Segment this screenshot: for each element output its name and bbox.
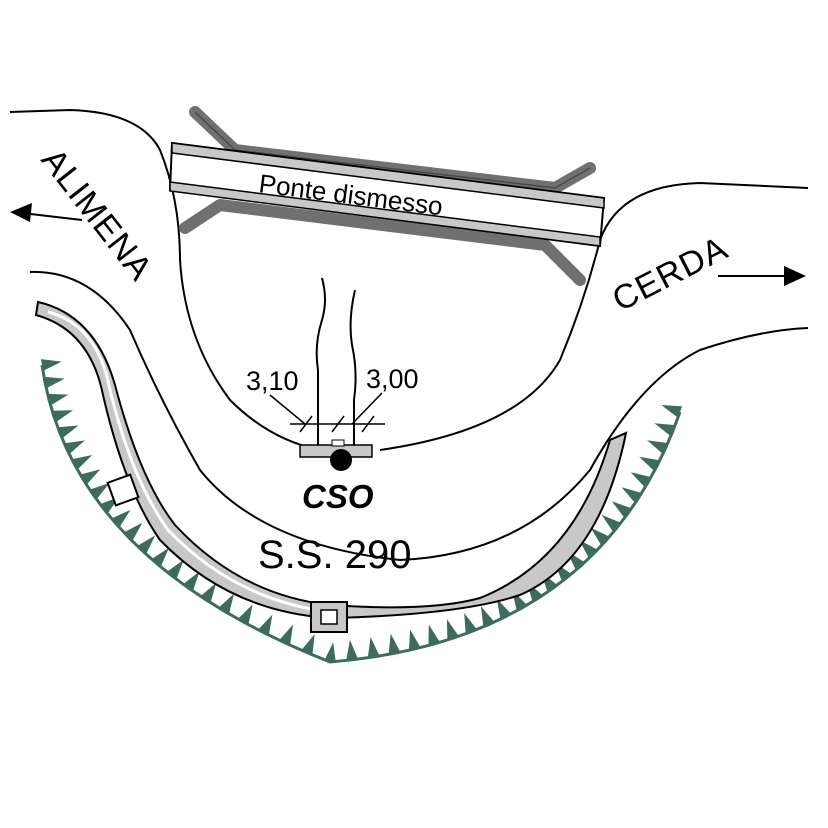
embankment-tooth bbox=[43, 376, 65, 389]
embankment-tooth bbox=[661, 405, 683, 418]
embankment-tooth bbox=[123, 522, 143, 542]
culvert-box-left bbox=[106, 473, 140, 507]
embankment-tooth bbox=[57, 425, 79, 439]
embankment-tooth bbox=[654, 423, 676, 437]
embankment-tooth bbox=[89, 483, 110, 500]
embankment-tooth bbox=[464, 613, 477, 634]
embankment-tooth bbox=[183, 571, 200, 592]
station-marker bbox=[330, 449, 352, 471]
embankment-tooth bbox=[279, 624, 293, 646]
embankment-tooth bbox=[647, 440, 668, 454]
embankment-tooth bbox=[630, 472, 652, 488]
dimension-lines bbox=[269, 392, 385, 433]
arrow-right-icon bbox=[718, 266, 806, 286]
arrow-left-icon bbox=[10, 203, 83, 222]
embankment-tooth bbox=[601, 514, 621, 533]
embankment-tooth bbox=[52, 410, 73, 423]
embankment-tooth bbox=[324, 642, 336, 663]
embankment-tooth bbox=[47, 393, 69, 406]
channel-lines bbox=[315, 277, 357, 445]
embankment-hatching bbox=[40, 359, 683, 664]
embankment-tooth bbox=[367, 637, 380, 658]
embankment-tooth bbox=[151, 547, 169, 567]
embankment-tooth bbox=[388, 633, 401, 655]
embankment-tooth bbox=[346, 639, 359, 661]
embankment-tooth bbox=[621, 487, 642, 504]
station-label: CSO bbox=[302, 478, 374, 515]
embankment-tooth bbox=[446, 619, 459, 640]
embankment-tooth bbox=[480, 606, 495, 627]
bridge-ponte-dismesso: Ponte dismesso bbox=[168, 106, 606, 286]
embankment-tooth bbox=[71, 455, 93, 470]
direction-label-cerda: CERDA bbox=[606, 229, 734, 319]
embankment-tooth bbox=[111, 509, 131, 528]
road-label: S.S. 290 bbox=[258, 533, 411, 577]
embankment-tooth bbox=[301, 634, 315, 655]
embankment-tooth bbox=[166, 559, 184, 580]
embankment-tooth bbox=[496, 598, 512, 620]
embankment-tooth bbox=[611, 501, 632, 518]
dimension-right: 3,00 bbox=[366, 364, 419, 394]
road-ss290 bbox=[34, 300, 628, 620]
embankment-tooth bbox=[137, 535, 156, 555]
embankment-tooth bbox=[200, 582, 217, 603]
embankment-tooth bbox=[428, 624, 440, 646]
embankment-tooth bbox=[639, 456, 660, 472]
embankment-tooth bbox=[258, 614, 273, 636]
riverbank-contours bbox=[9, 108, 809, 562]
embankment-tooth bbox=[590, 527, 610, 546]
embankment-tooth bbox=[41, 359, 62, 371]
dimension-left: 3,10 bbox=[246, 366, 299, 396]
embankment-tooth bbox=[579, 539, 598, 559]
embankment-tooth bbox=[80, 469, 101, 485]
embankment-tooth bbox=[408, 629, 421, 651]
embankment-tooth bbox=[64, 440, 85, 455]
embankment-tooth bbox=[237, 604, 253, 625]
embankment-tooth bbox=[218, 593, 234, 614]
direction-label-alimena: ALIMENA bbox=[34, 142, 160, 289]
